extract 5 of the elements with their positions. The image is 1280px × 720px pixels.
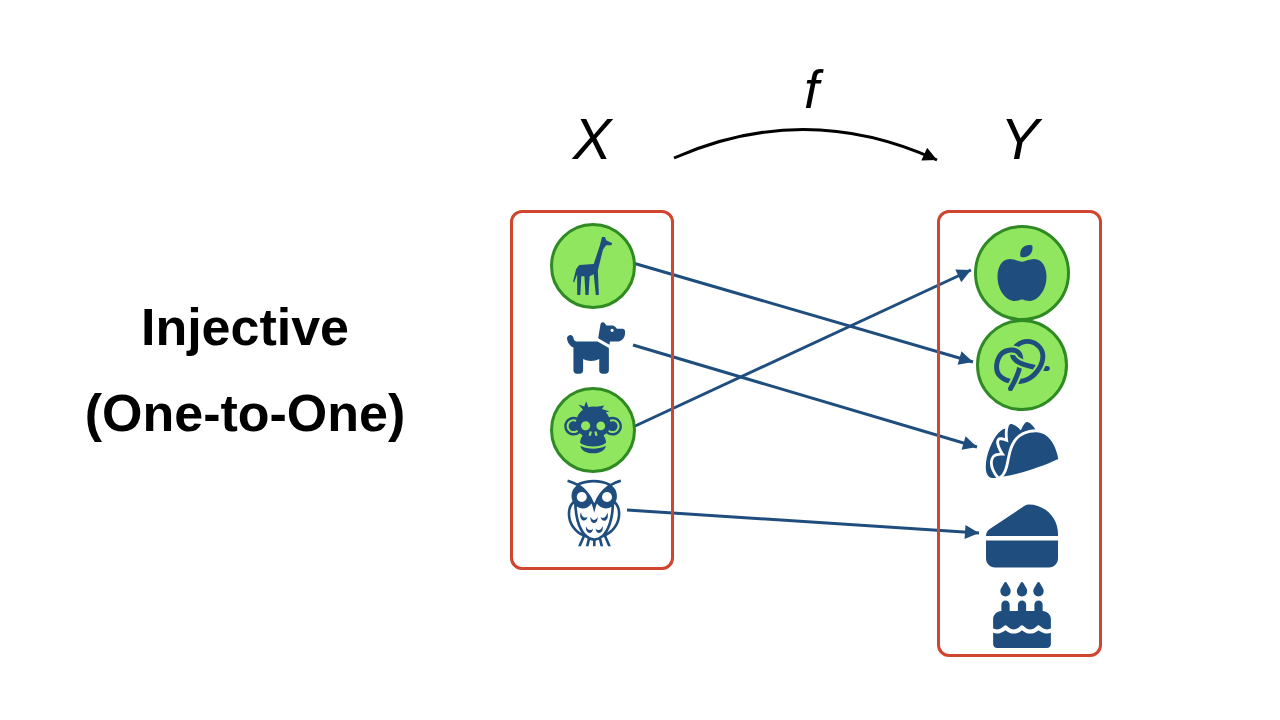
arrow: [673, 128, 938, 162]
set-label: X: [572, 110, 612, 168]
arrow: [626, 508, 980, 540]
arrow: [632, 343, 978, 450]
title: Injective (One-to-One): [83, 297, 407, 444]
